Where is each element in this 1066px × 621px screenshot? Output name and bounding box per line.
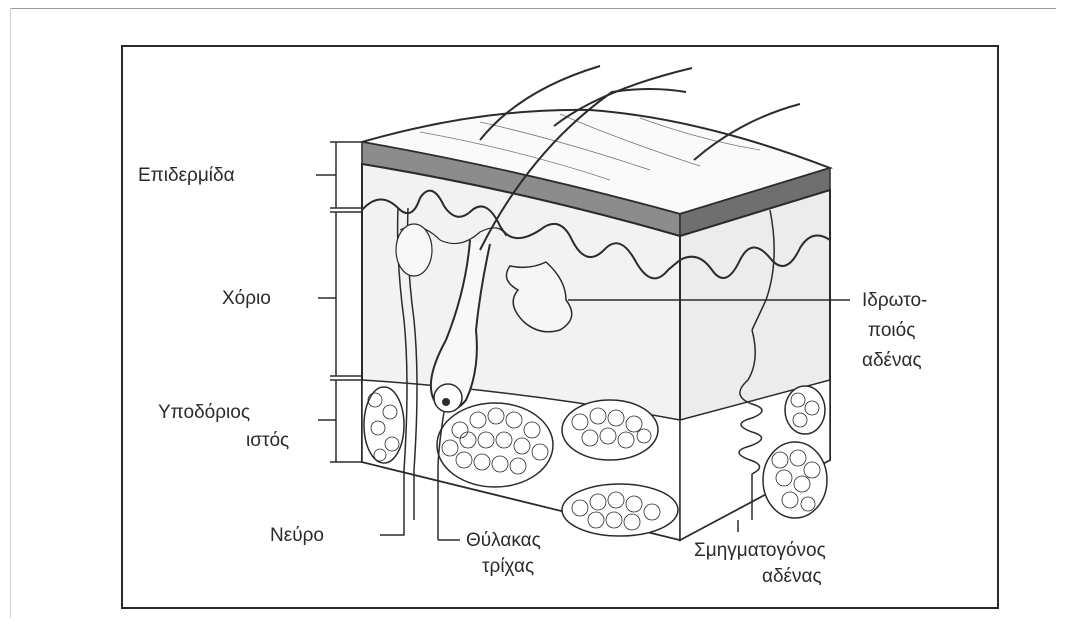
label-sweat-gland-line2: ποιός xyxy=(868,320,915,341)
label-sebaceous-line2: αδένας xyxy=(762,566,822,587)
label-sweat-gland-line1: Ιδρωτο- xyxy=(862,290,927,311)
label-epidermis: Επιδερμίδα xyxy=(138,165,235,186)
skin-block xyxy=(362,66,830,540)
nerve-ending xyxy=(396,224,432,276)
fat-lobule xyxy=(562,400,658,460)
label-follicle-line2: τρίχας xyxy=(482,556,534,577)
bracket-ticks xyxy=(330,142,362,462)
fat-lobule xyxy=(562,484,678,536)
label-follicle-line1: Θύλακας xyxy=(466,530,541,551)
label-sweat-gland-line3: αδένας xyxy=(862,350,922,371)
label-nerve: Νεύρο xyxy=(270,525,324,546)
hair-papilla xyxy=(442,398,450,406)
leader-nerve xyxy=(380,520,404,535)
hair-bulb xyxy=(434,384,462,412)
label-hypodermis-line1: Υποδόριος xyxy=(158,402,250,423)
label-sebaceous-line1: Σμηγματογόνος xyxy=(694,540,826,561)
label-hypodermis-line2: ιστός xyxy=(246,430,289,451)
label-dermis: Χόριο xyxy=(222,288,271,309)
